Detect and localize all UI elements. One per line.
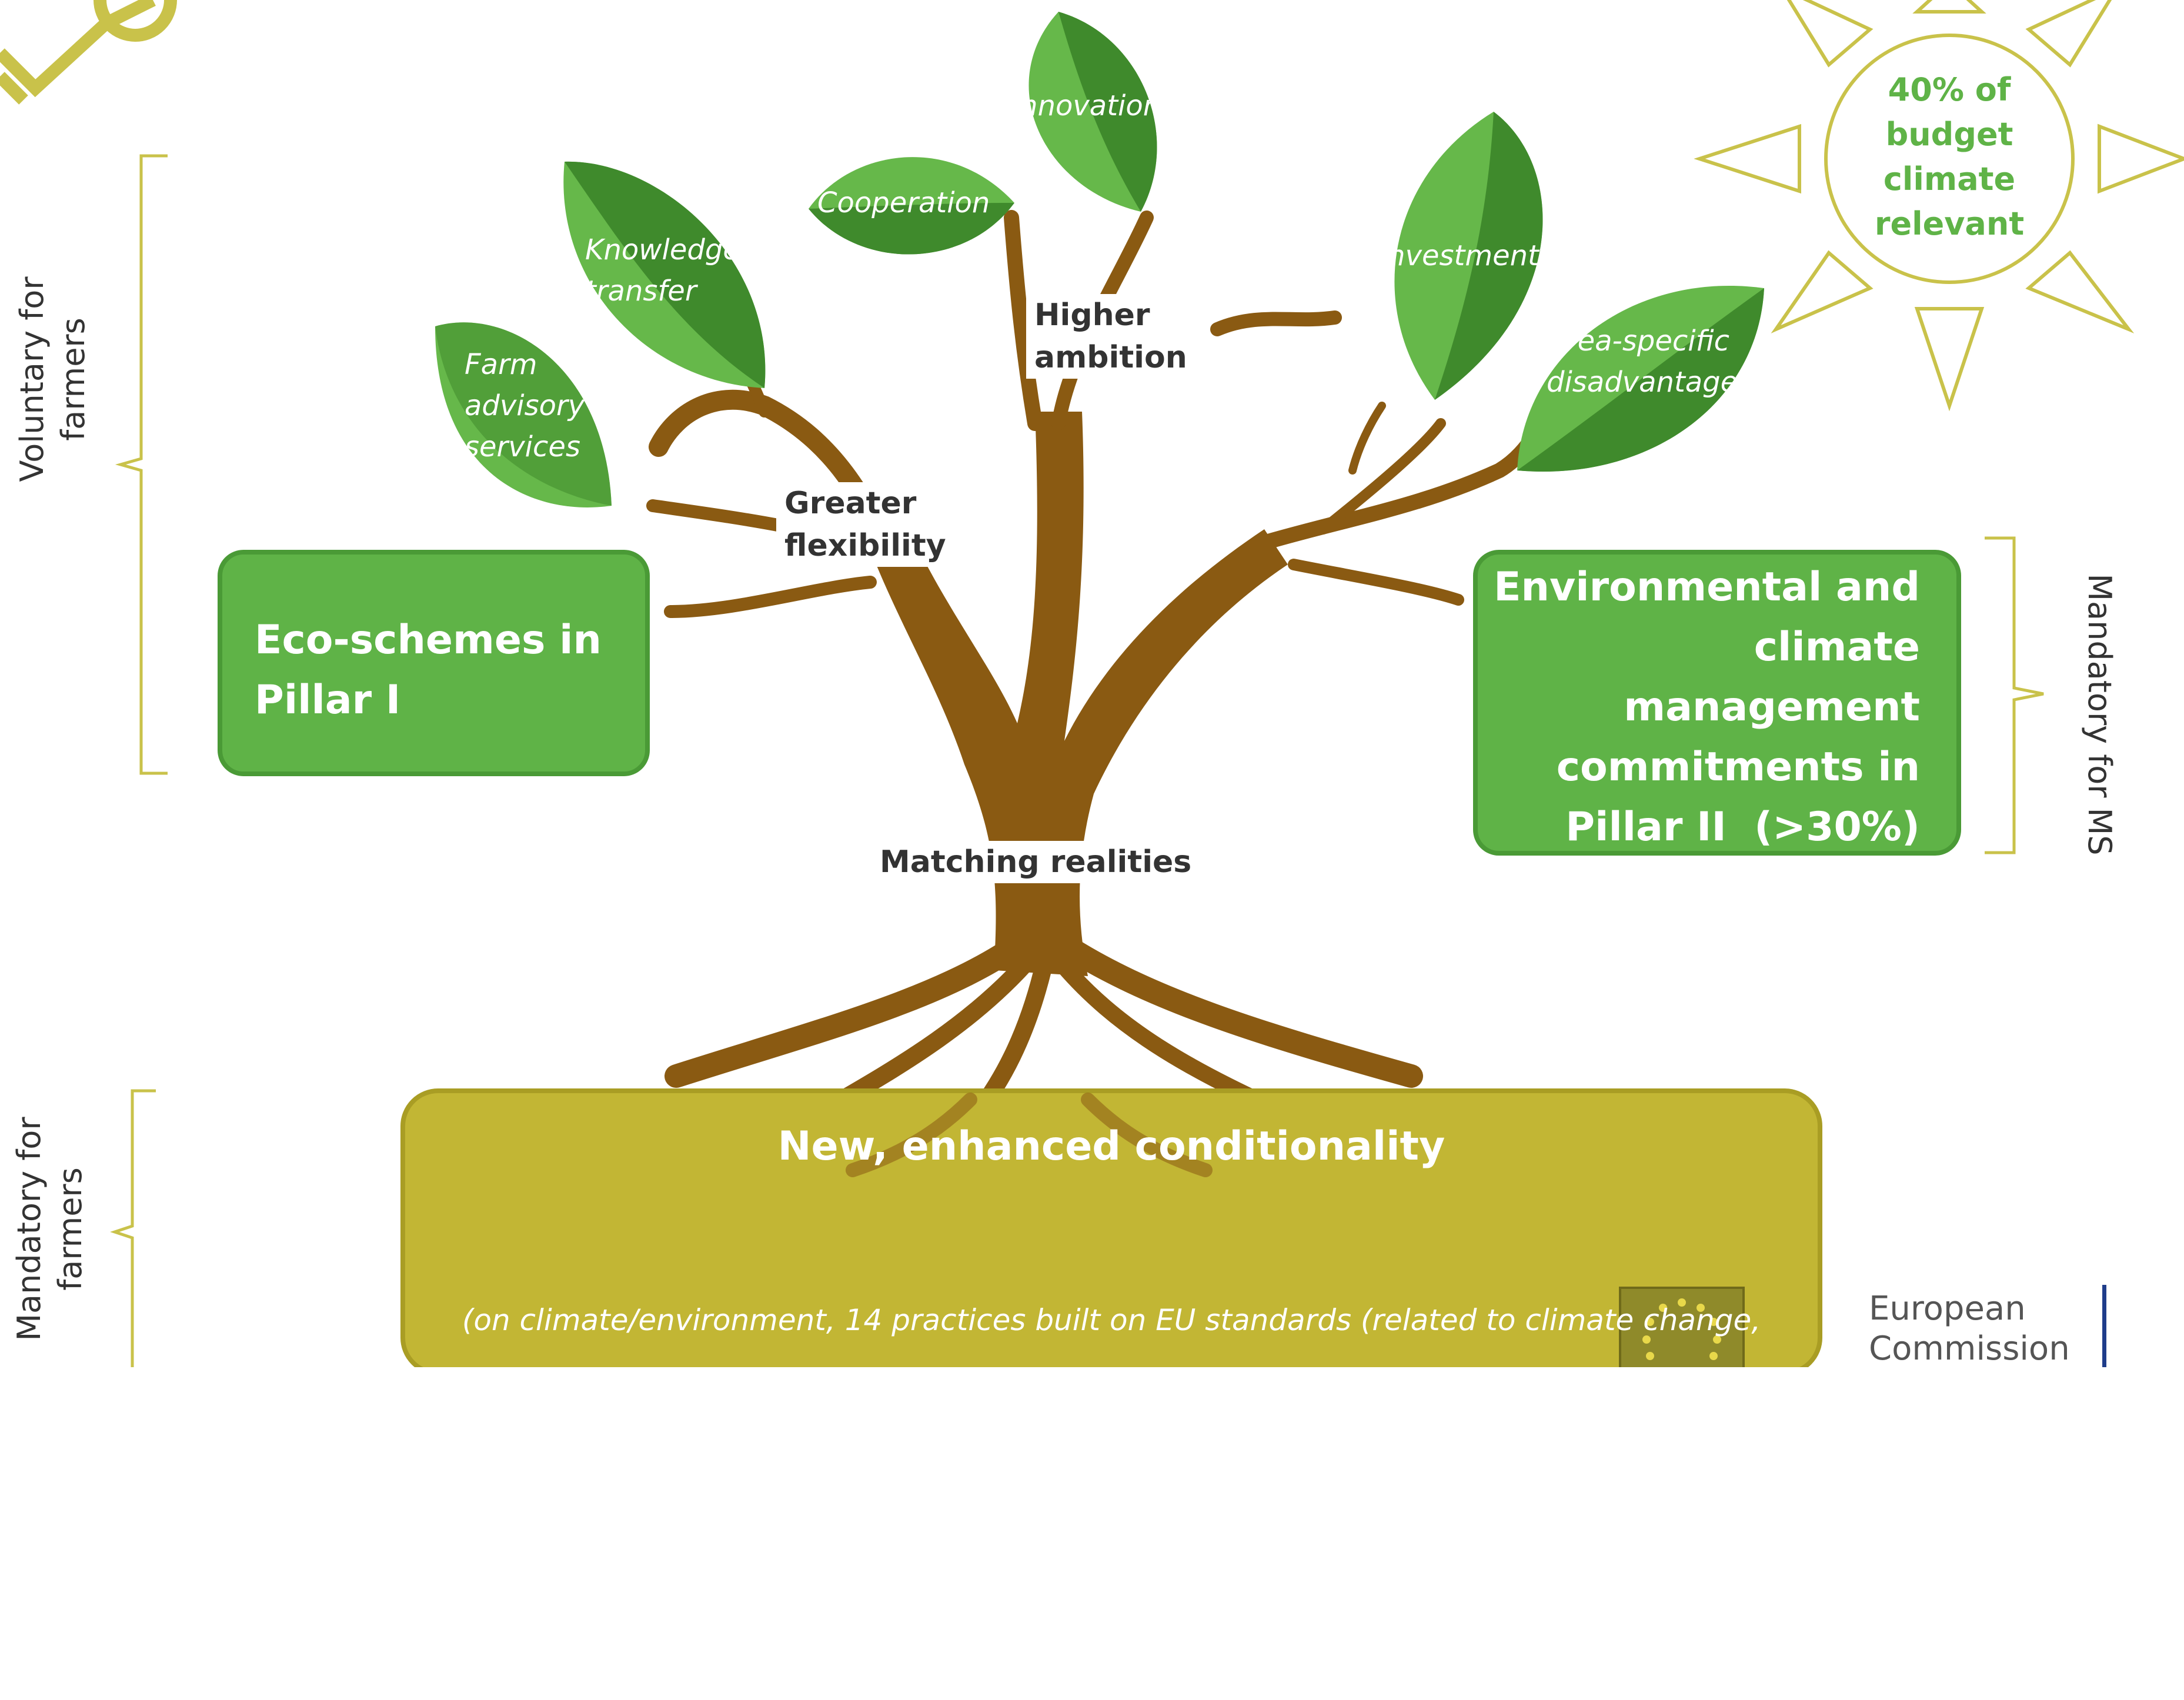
leaf-label-knowledge-transfer: Knowledge transfer (585, 229, 740, 312)
box-text-line: Environmental and (1494, 564, 1920, 610)
sun-text-line: relevant (1874, 205, 2025, 242)
bracket-mandatory-farmers (110, 1089, 156, 1367)
sun-label: 40% of budget climate relevant (1832, 68, 2067, 246)
box-text-line: climate (1754, 624, 1920, 670)
leaf-text-line: transfer (585, 275, 697, 308)
eco-schemes-box: Eco-schemes in Pillar I (218, 550, 650, 776)
leaf-text-line: Investments (1379, 239, 1554, 272)
side-label-line: Voluntary for (14, 276, 51, 482)
logo-text-line: Commission (1869, 1330, 2070, 1367)
leaf-text-line: services (465, 430, 580, 463)
annotation-line: Greater (784, 486, 917, 521)
eu-logo (1619, 1285, 2106, 1367)
logo-text-line: European (1869, 1290, 2026, 1328)
sun-text-line: climate (1883, 161, 2016, 198)
leaf-label-cooperation: Cooperation (817, 182, 990, 223)
tree-trunk (876, 412, 1288, 976)
leaf-label-area-specific: Area-specific disadvantages (1547, 320, 1752, 403)
conditionality-body: (on climate/environment, 14 practices bu… (403, 1208, 1820, 1700)
leaf-cooperation (809, 157, 1014, 255)
leaf-text-line: Knowledge (585, 233, 740, 266)
env-climate-box: Environmental and climate management com… (1473, 550, 1961, 856)
box-text-line: Eco-schemes in (255, 617, 602, 663)
annotation-matching-realities: Matching realities (870, 841, 1201, 883)
sun-graphic (1694, 0, 2184, 412)
bracket-mandatory-ms (1985, 536, 2044, 854)
conditionality-body-line: Water Framework Directive and Natura 200… (692, 1571, 1531, 1605)
leaf-label-investments: Investments (1379, 235, 1554, 276)
leaf-label-innovation: Innovation (1011, 85, 1161, 126)
label-mandatory-ms: Mandatory for MS (2081, 573, 2118, 856)
sun-text-line: 40% of (1888, 71, 2011, 108)
european-commission-logo-text: European Commission (1869, 1289, 2070, 1367)
box-text-line: commitments in (1556, 744, 1920, 790)
side-label-line: farmers (52, 1167, 89, 1291)
box-text-line: Pillar I (255, 677, 401, 723)
leaf-knowledge-transfer (563, 161, 766, 388)
leaf-text-line: Area-specific (1547, 325, 1729, 358)
bracket-voluntary (115, 154, 168, 775)
sun-text-line: budget (1885, 116, 2013, 153)
tree-illustration (0, 0, 2184, 1367)
leaf-innovation (1028, 12, 1157, 212)
leaf-text-line: Farm (465, 348, 537, 381)
conditionality-body-line: water, soil, biodiversity and landscapes… (502, 1437, 1721, 1471)
diagram-stage: Farm advisory services Knowledge transfe… (0, 0, 2184, 1367)
leaf-label-farm-advisory: Farm advisory services (465, 344, 585, 467)
side-label-line: farmers (55, 318, 92, 441)
leaf-farm-advisory (435, 322, 612, 507)
leaf-text-line: Innovation (1011, 89, 1161, 122)
box-text-line: management (1624, 684, 1920, 730)
label-voluntary-farmers: Voluntary for farmers (12, 232, 106, 526)
leaf-text-line: advisory (465, 389, 585, 422)
annotation-line: ambition (1034, 340, 1187, 375)
side-label-line: Mandatory for (11, 1117, 48, 1341)
annotation-higher-ambition: Higher ambition (1026, 294, 1195, 379)
box-text-line: Pillar II (>30%) (1565, 804, 1920, 850)
leaf-area-specific (1517, 285, 1764, 472)
leaf-text-line: disadvantages (1547, 366, 1753, 399)
corner-decoration (0, 0, 177, 105)
conditionality-box-bg (400, 1088, 1822, 1367)
annotation-greater-flexibility: Greater flexibility (776, 482, 954, 567)
leaf-text-line: Cooperation (817, 186, 990, 219)
annotation-line: flexibility (784, 528, 946, 563)
conditionality-title: New, enhanced conditionality (777, 1123, 1445, 1170)
root-tips-overlay (846, 1093, 1213, 1177)
leaf-investments (1394, 112, 1543, 400)
annotation-line: Higher (1034, 298, 1150, 333)
label-mandatory-farmers: Mandatory for farmers (9, 1082, 103, 1376)
conditionality-body-line: (on climate/environment, 14 practices bu… (462, 1303, 1761, 1337)
